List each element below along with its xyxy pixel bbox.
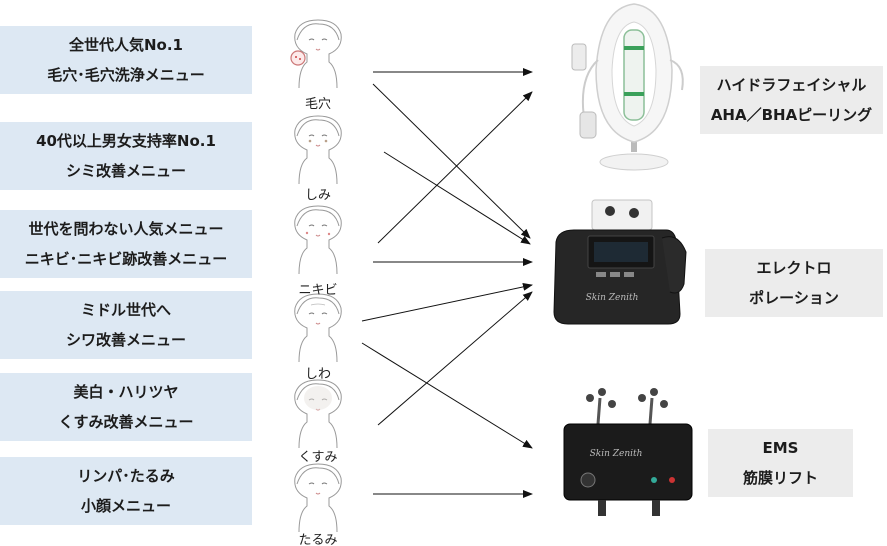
face-label-pores: 毛穴 (304, 97, 331, 112)
arrow-spots-electroporation (383, 151, 531, 245)
device-label-ems: EMS 筋膜リフト (708, 429, 853, 497)
device-line1: ハイドラフェイシャル (716, 76, 867, 94)
menu-line2: くすみ改善メニュー (58, 413, 194, 431)
menu-box-dullness: 美白・ハリツヤ くすみ改善メニュー (0, 373, 252, 441)
electroporation-brand-text: Skin Zenith (586, 293, 639, 303)
face-label-sagging: たるみ (298, 533, 338, 546)
menu-line1: ミドル世代へ (80, 301, 171, 319)
menu-box-wrinkles: ミドル世代へ シワ改善メニュー (0, 291, 252, 359)
arrow-wrinkles-electroporation (361, 282, 533, 322)
arrow-dullness-electroporation (377, 291, 533, 426)
face-illustration-spots (294, 115, 342, 185)
face-illustration-wrinkles (294, 293, 342, 363)
device-line2: ポレーション (749, 289, 839, 307)
device-line2: 筋膜リフト (742, 469, 818, 487)
device-line1: EMS (762, 439, 799, 457)
menu-line2: ニキビ･ニキビ跡改善メニュー (24, 250, 228, 268)
ems-brand-text: Skin Zenith (590, 449, 643, 459)
ems-device-image: Skin Zenith (563, 388, 693, 516)
device-line1: エレクトロ (756, 259, 832, 277)
face-label-dullness: くすみ (298, 450, 338, 465)
menu-line1: 世代を問わない人気メニュー (28, 220, 224, 238)
arrow-wrinkles-ems (361, 342, 533, 449)
face-illustration-sagging (294, 463, 342, 533)
menu-line2: シワ改善メニュー (65, 331, 186, 349)
menu-line2: 毛穴･毛穴洗浄メニュー (47, 66, 205, 84)
face-label-acne: ニキビ (298, 283, 338, 298)
hydrafacial-device-image (571, 3, 684, 171)
arrow-pores-electroporation (372, 83, 531, 239)
menu-box-spots: 40代以上男女支持率No.1 シミ改善メニュー (0, 122, 252, 190)
menu-line1: 全世代人気No.1 (69, 36, 183, 54)
menu-box-pores: 全世代人気No.1 毛穴･毛穴洗浄メニュー (0, 26, 252, 94)
device-label-electroporation: エレクトロ ポレーション (705, 249, 883, 317)
menu-line1: リンパ･たるみ (77, 467, 175, 485)
face-label-spots: しみ (304, 188, 331, 203)
face-illustration-pores (290, 19, 342, 89)
device-line2: AHA／BHAピーリング (710, 106, 873, 124)
face-illustration-dullness (294, 379, 342, 449)
face-illustration-acne (294, 205, 342, 275)
face-label-wrinkles: しわ (304, 367, 331, 382)
menu-line1: 美白・ハリツヤ (73, 383, 179, 401)
electroporation-device-image: Skin Zenith (553, 199, 687, 325)
menu-box-acne: 世代を問わない人気メニュー ニキビ･ニキビ跡改善メニュー (0, 210, 252, 278)
arrow-acne-hydrafacial (377, 91, 533, 244)
menu-box-sagging: リンパ･たるみ 小顔メニュー (0, 457, 252, 525)
menu-line2: シミ改善メニュー (65, 162, 186, 180)
menu-line2: 小顔メニュー (80, 497, 171, 515)
menu-line1: 40代以上男女支持率No.1 (36, 132, 216, 150)
device-label-hydrafacial: ハイドラフェイシャル AHA／BHAピーリング (700, 66, 883, 134)
